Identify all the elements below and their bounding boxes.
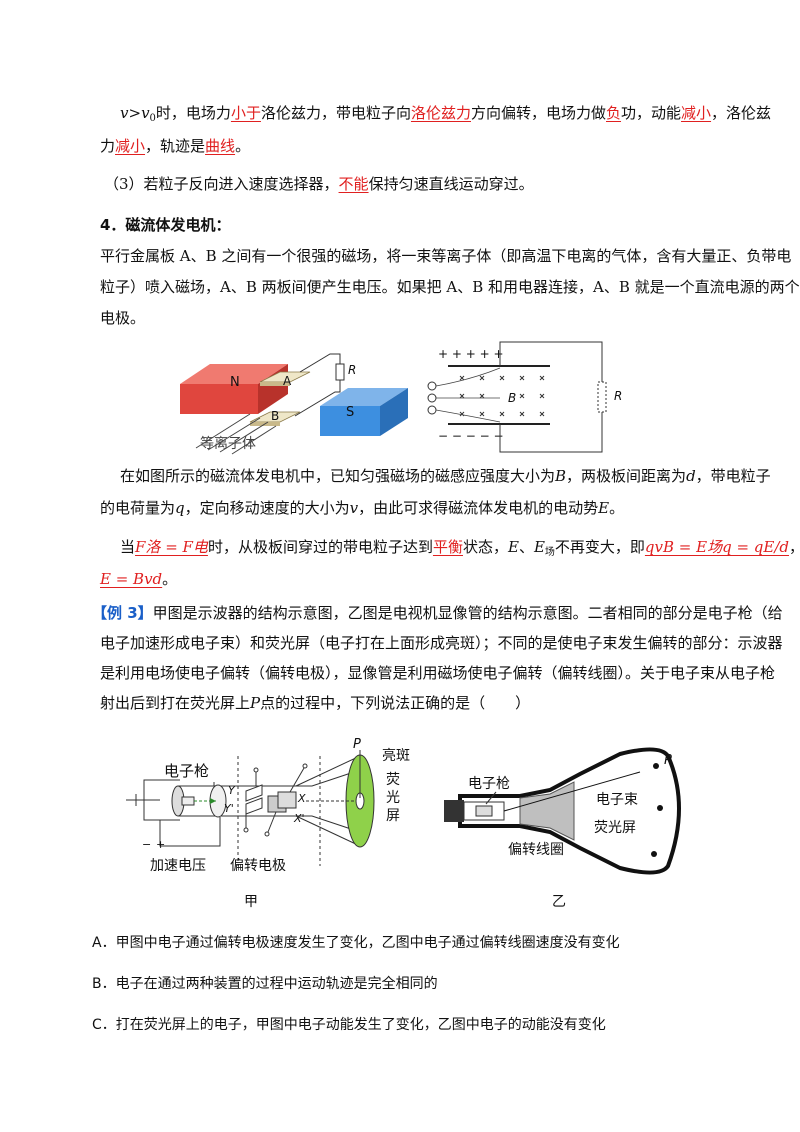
figure-schematic: + + + + + − − − − − bbox=[427, 341, 622, 453]
example-3-line-1: 【例 3】甲图是示波器的结构示意图，乙图是电视机显像管的结构示意图。二者相同的部… bbox=[92, 604, 783, 622]
label-x-prime: X' bbox=[293, 812, 305, 825]
paragraph-velocity-condition-cont: 力减小，轨迹是曲线。 bbox=[100, 137, 251, 155]
paragraph-mhd-intro-2: 粒子）喷入磁场，A、B 两板间便产生电压。如果把 A、B 和用电器连接，A、B … bbox=[100, 278, 800, 296]
label-p-osc: P bbox=[353, 737, 361, 752]
label-y: Y bbox=[228, 784, 236, 797]
label-p-tv: P bbox=[664, 753, 672, 768]
paragraph-mhd-setup-1: 在如图所示的磁流体发电机中，已知匀强磁场的磁感应强度大小为B，两极板间距离为d，… bbox=[120, 467, 771, 485]
resistor-label-2: R bbox=[614, 389, 622, 403]
label-electron-gun: 电子枪 bbox=[164, 762, 209, 780]
answer-blank: E = Bvd bbox=[100, 570, 163, 588]
answer-blank: 平衡 bbox=[432, 538, 463, 556]
label-y-prime: Y' bbox=[224, 802, 234, 815]
caption-yi: 乙 bbox=[552, 894, 566, 910]
label-screen-3: 屏 bbox=[386, 808, 400, 824]
option-c[interactable]: C．打在荧光屏上的电子，甲图中电子动能发生了变化，乙图中电子的动能没有变化 bbox=[92, 1017, 606, 1033]
label-bright-spot: 亮斑 bbox=[382, 747, 410, 764]
svg-text:+: + bbox=[156, 838, 165, 851]
answer-blank: 洛伦兹力 bbox=[410, 104, 471, 122]
answer-blank: qvB = E场q = qE/d bbox=[644, 538, 789, 556]
figure-mhd-generator: N A B S R 等离子体 + bbox=[180, 341, 622, 455]
answer-blank: 减小 bbox=[681, 104, 712, 122]
example-3-line-3: 是利用电场使电子偏转（偏转电极），显像管是利用磁场使电子偏转（偏转线圈）。关于电… bbox=[100, 664, 776, 682]
label-accel-voltage: 加速电压 bbox=[150, 858, 206, 874]
label-electron-beam: 电子束 bbox=[596, 792, 638, 808]
figure-oscilloscope-and-tv: 电子枪 加速电压 − + Y Y bbox=[126, 737, 681, 910]
label-deflection-electrodes: 偏转电极 bbox=[230, 858, 286, 874]
plate-b-label: B bbox=[271, 409, 279, 423]
symbol-gt: > bbox=[128, 104, 142, 122]
figure-tv-tube: P 电子枪 电子束 荧光屏 偏转线圈 乙 bbox=[444, 747, 681, 910]
label-x: X bbox=[297, 792, 306, 805]
resistor-label: R bbox=[348, 363, 356, 377]
answer-blank: 减小 bbox=[115, 137, 146, 155]
answer-blank: 曲线 bbox=[205, 137, 236, 155]
magnet-s-label: S bbox=[346, 405, 354, 420]
magnet-n-label: N bbox=[230, 375, 240, 390]
minus-charges: − − − − − bbox=[438, 429, 504, 443]
example-tag: 【例 3】 bbox=[92, 604, 153, 622]
section-heading: 4．磁流体发电机： bbox=[100, 216, 231, 234]
paragraph-mhd-intro-3: 电极。 bbox=[100, 309, 146, 327]
label-tv-screen: 荧光屏 bbox=[594, 819, 636, 836]
option-a[interactable]: A．甲图中电子通过偏转电极速度发生了变化，乙图中电子通过偏转线圈速度没有变化 bbox=[92, 935, 620, 951]
plate-a-label: A bbox=[283, 374, 292, 388]
label-deflection-coil: 偏转线圈 bbox=[508, 842, 564, 858]
caption-jia: 甲 bbox=[244, 894, 258, 910]
figure-oscilloscope: 电子枪 加速电压 − + Y Y bbox=[126, 737, 410, 910]
example-3-line-2: 电子加速形成电子束）和荧光屏（电子打在上面形成亮斑）；不同的是使电子束发生偏转的… bbox=[100, 634, 783, 652]
option-b[interactable]: B．电子在通过两种装置的过程中运动轨迹是完全相同的 bbox=[92, 976, 438, 992]
paragraph-mhd-result: E = Bvd。 bbox=[100, 570, 178, 588]
paragraph-mhd-setup-2: 的电荷量为q，定向移动速度的大小为v，由此可求得磁流体发电机的电动势E。 bbox=[100, 499, 625, 517]
paragraph-mhd-equilibrium: 当F洛 = F电时，从极板间穿过的带电粒子达到平衡状态，E、E场不再变大，即qv… bbox=[120, 538, 800, 558]
figure-3d-diagram: N A B S R 等离子体 bbox=[180, 353, 408, 455]
answer-blank: 负 bbox=[606, 104, 622, 122]
plus-charges: + + + + + bbox=[438, 347, 504, 361]
example-3-line-4: 射出后到打在荧光屏上P点的过程中，下列说法正确的是（ ） bbox=[100, 694, 531, 712]
label-screen-1: 荧 bbox=[386, 771, 400, 788]
var-v0: v bbox=[141, 104, 150, 122]
subscript-0: 0 bbox=[149, 113, 156, 124]
field-b-label: B bbox=[508, 391, 516, 405]
svg-text:−: − bbox=[142, 838, 151, 851]
paragraph-velocity-condition: v>v0时，电场力小于洛伦兹力，带电粒子向洛伦兹力方向偏转，电场力做负功，动能减… bbox=[120, 104, 772, 124]
answer-blank: 不能 bbox=[338, 175, 369, 193]
answer-blank: 小于 bbox=[230, 104, 261, 122]
var-v: v bbox=[120, 104, 129, 122]
answer-blank: F洛 = F电 bbox=[135, 538, 208, 556]
label-tv-electron-gun: 电子枪 bbox=[468, 775, 510, 792]
plasma-label: 等离子体 bbox=[200, 435, 256, 452]
paragraph-mhd-intro-1: 平行金属板 A、B 之间有一个很强的磁场，将一束等离子体（即高温下电离的气体，含… bbox=[100, 247, 792, 265]
paragraph-reverse-entry: （3）若粒子反向进入速度选择器，不能保持匀速直线运动穿过。 bbox=[104, 175, 534, 193]
label-screen-2: 光 bbox=[386, 790, 400, 806]
